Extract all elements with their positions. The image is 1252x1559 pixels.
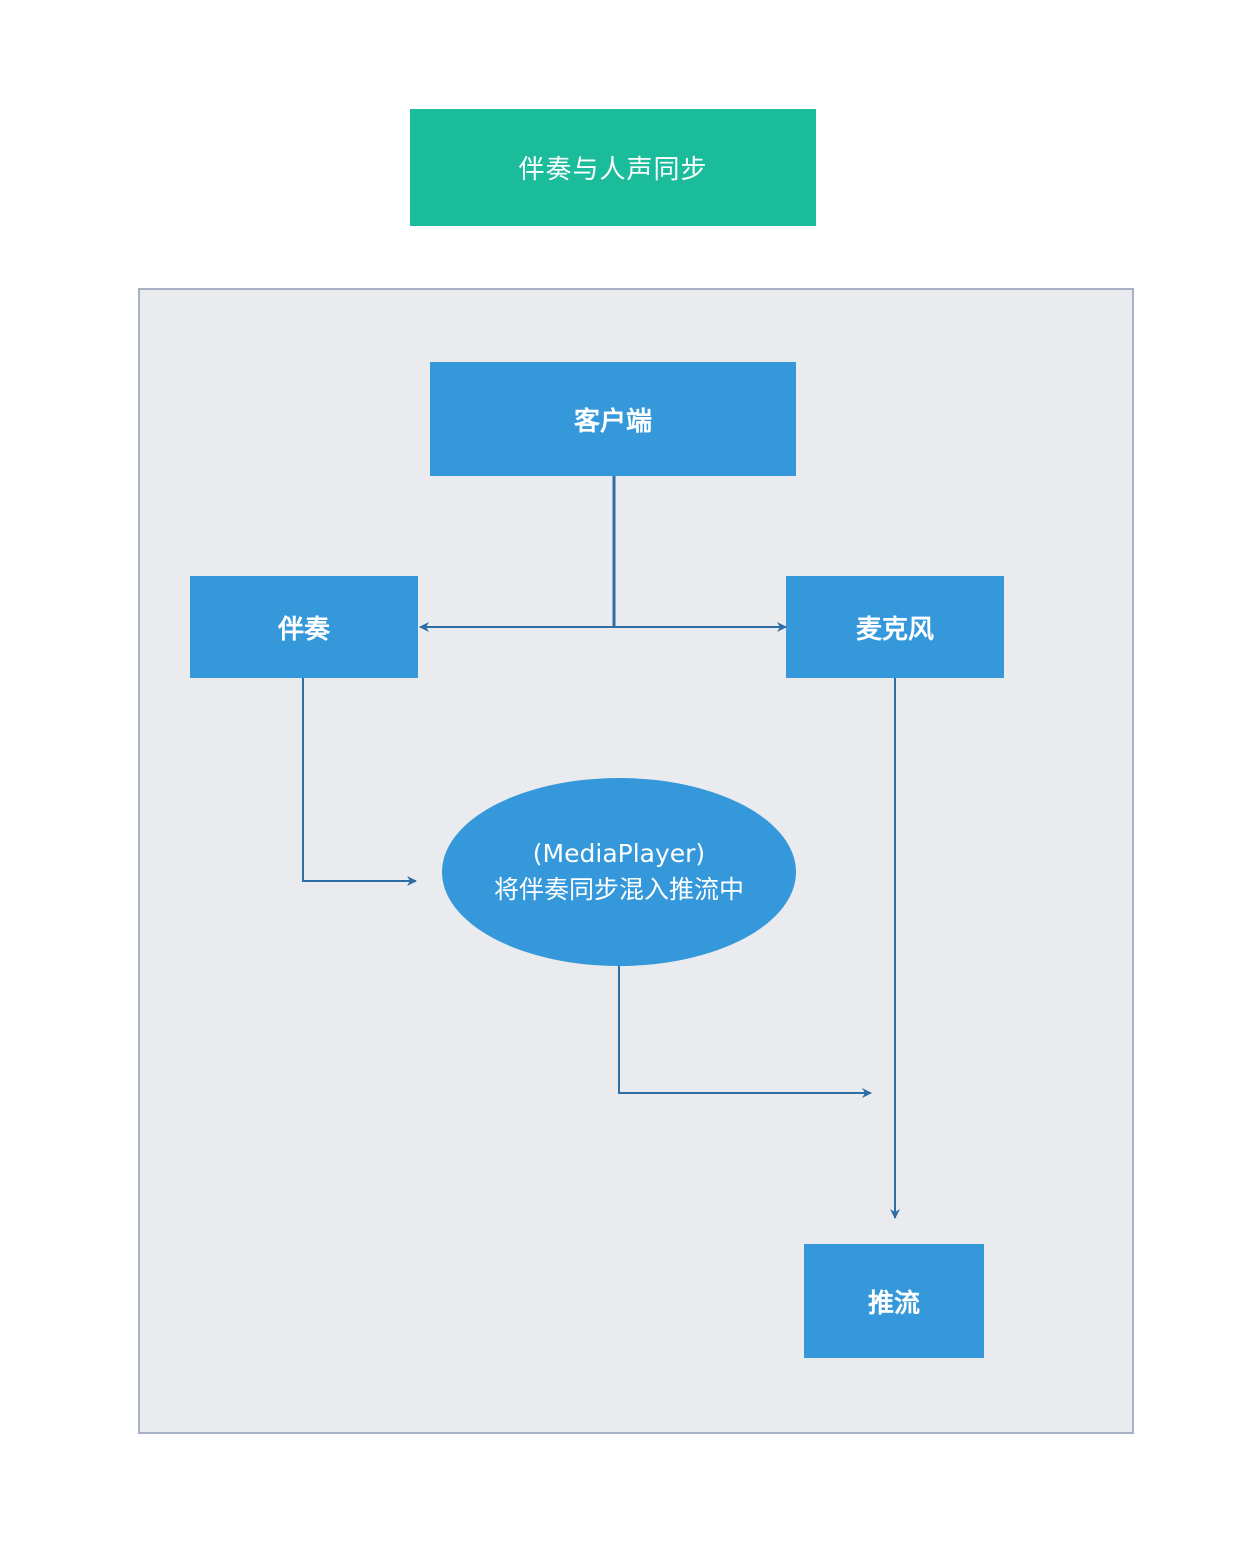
node-accompaniment-label: 伴奏 xyxy=(277,614,330,645)
edge-accompaniment-to-mixer xyxy=(302,678,417,886)
node-push-stream: 推流 xyxy=(804,1244,984,1358)
node-mixer: (MediaPlayer) 将伴奏同步混入推流中 xyxy=(442,778,796,966)
node-push-stream-label: 推流 xyxy=(867,1288,920,1319)
node-client-label: 客户端 xyxy=(573,406,652,437)
node-accompaniment: 伴奏 xyxy=(190,576,418,678)
node-mixer-line1: (MediaPlayer) xyxy=(532,839,706,868)
node-client: 客户端 xyxy=(430,362,796,476)
node-microphone-label: 麦克风 xyxy=(855,614,934,645)
diagram-title-text: 伴奏与人声同步 xyxy=(518,155,708,185)
edge-mixer-to-push xyxy=(618,966,872,1098)
node-mixer-line2: 将伴奏同步混入推流中 xyxy=(493,875,744,904)
diagram-title: 伴奏与人声同步 xyxy=(410,109,816,226)
node-microphone: 麦克风 xyxy=(786,576,1004,678)
